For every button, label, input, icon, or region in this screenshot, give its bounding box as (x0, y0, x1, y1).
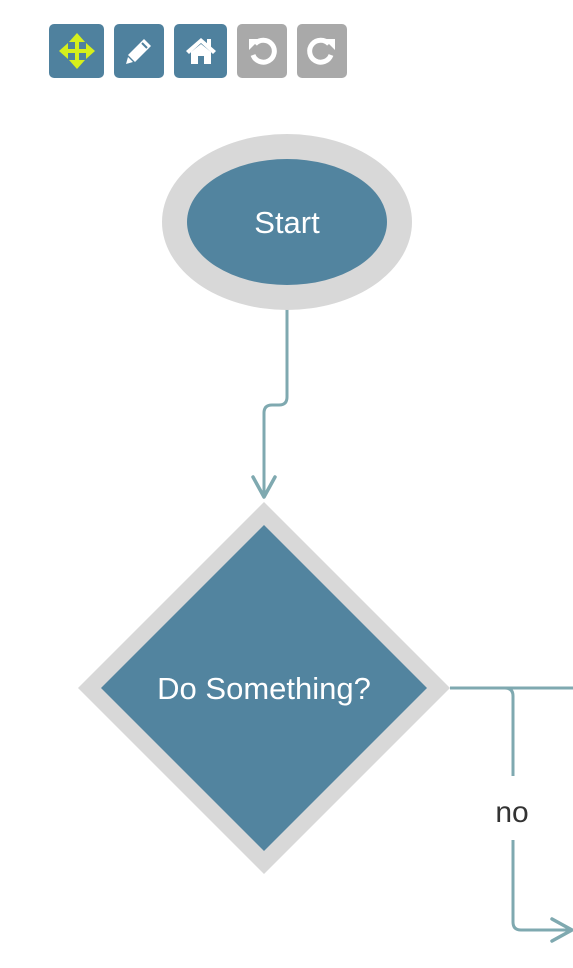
home-button[interactable] (174, 24, 227, 78)
node-start-shape (187, 159, 387, 285)
undo-icon (249, 37, 277, 65)
move-arrows-icon (58, 33, 95, 69)
pan-button[interactable] (49, 24, 104, 78)
edge-line-lower (511, 840, 570, 932)
arrowhead (251, 475, 277, 499)
edge-decision-no[interactable]: no (450, 686, 573, 943)
node-decision[interactable]: Do Something? (78, 502, 450, 874)
node-decision-label: Do Something? (157, 671, 371, 706)
undo-button[interactable] (237, 24, 287, 78)
pencil-icon (126, 39, 151, 64)
edge-start-to-decision[interactable] (251, 309, 289, 499)
edge-line (262, 309, 289, 494)
redo-button[interactable] (297, 24, 347, 78)
arrowhead (550, 917, 573, 943)
node-start[interactable]: Start (162, 134, 412, 310)
redo-icon (307, 37, 335, 65)
edge-line (504, 686, 515, 776)
node-start-label: Start (254, 205, 320, 240)
edit-button[interactable] (114, 24, 164, 78)
home-icon (185, 38, 216, 64)
node-decision-shape (101, 525, 427, 851)
edge-label-no: no (495, 796, 528, 829)
